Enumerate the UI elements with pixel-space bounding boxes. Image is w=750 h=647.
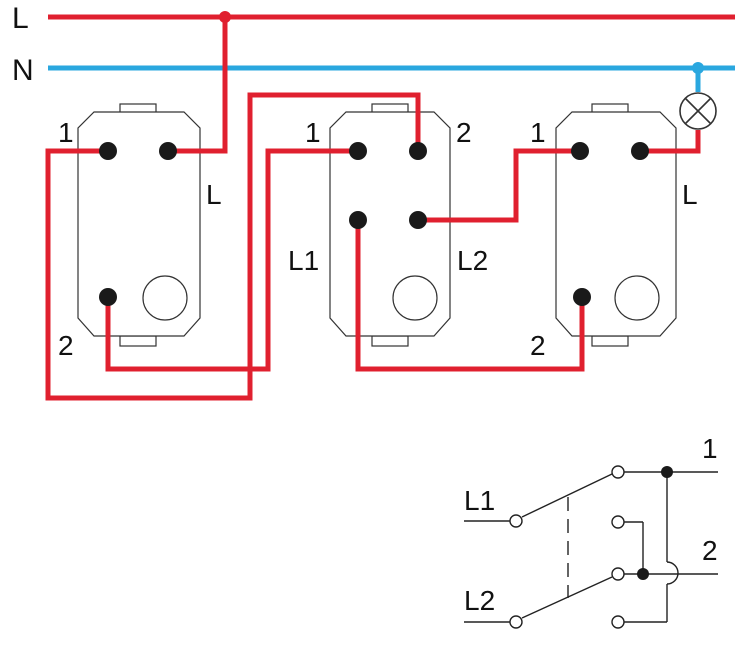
left-label-L: L <box>206 179 222 210</box>
right-label-1: 1 <box>530 117 546 148</box>
middle-label-L1: L1 <box>288 245 319 276</box>
middle-terminal-L1 <box>349 211 367 229</box>
switch-middle-knob <box>392 275 438 321</box>
schematic-contact-l2 <box>509 615 523 629</box>
right-terminal-1 <box>571 142 589 160</box>
schematic-label-L1: L1 <box>464 485 495 516</box>
switch-left-knob <box>142 275 188 321</box>
wire-left2-to-middle1 <box>105 148 358 372</box>
middle-label-L2: L2 <box>457 245 488 276</box>
schematic-label-1: 1 <box>702 433 718 464</box>
switch-left-body <box>77 103 201 347</box>
middle-label-1: 1 <box>305 117 321 148</box>
middle-label-2: 2 <box>456 117 472 148</box>
middle-terminal-L2 <box>409 211 427 229</box>
switch-right-body <box>555 103 677 347</box>
middle-terminal-1 <box>349 142 367 160</box>
schematic-contact-upper-mid <box>611 515 625 529</box>
wire-feed-left <box>168 17 228 154</box>
wire-middleL1-to-right2 <box>355 220 585 372</box>
neutral-rail-label: N <box>12 54 34 87</box>
wire-right-to-lamp <box>640 130 701 154</box>
left-terminal-1 <box>99 142 117 160</box>
left-terminal-L <box>159 142 177 160</box>
schematic-label-2: 2 <box>702 535 718 566</box>
schematic-junction-2 <box>637 568 649 580</box>
schematic-contact-bottom <box>611 615 625 629</box>
switch-right-knob <box>614 275 660 321</box>
left-terminal-2 <box>99 288 117 306</box>
schematic-junction-1 <box>661 466 673 478</box>
right-terminal-L <box>631 142 649 160</box>
left-label-2: 2 <box>58 330 74 361</box>
schematic-contact-lower-mid <box>611 567 625 581</box>
schematic-contact-l1 <box>509 514 523 528</box>
right-terminal-2 <box>573 288 591 306</box>
live-rail-label: L <box>12 2 29 35</box>
left-label-1: 1 <box>58 117 74 148</box>
right-label-L: L <box>682 179 698 210</box>
schematic-contact-top <box>611 465 625 479</box>
wire-left1-to-middle2 <box>45 92 421 401</box>
lamp-cross-circle-icon <box>679 92 717 130</box>
schematic-label-L2: L2 <box>464 585 495 616</box>
switch-middle-body <box>329 103 451 347</box>
right-label-2: 2 <box>530 330 546 361</box>
intermediate-switch-schematic <box>464 465 718 629</box>
middle-terminal-2 <box>409 142 427 160</box>
wire-middleL2-to-right1 <box>418 148 580 223</box>
